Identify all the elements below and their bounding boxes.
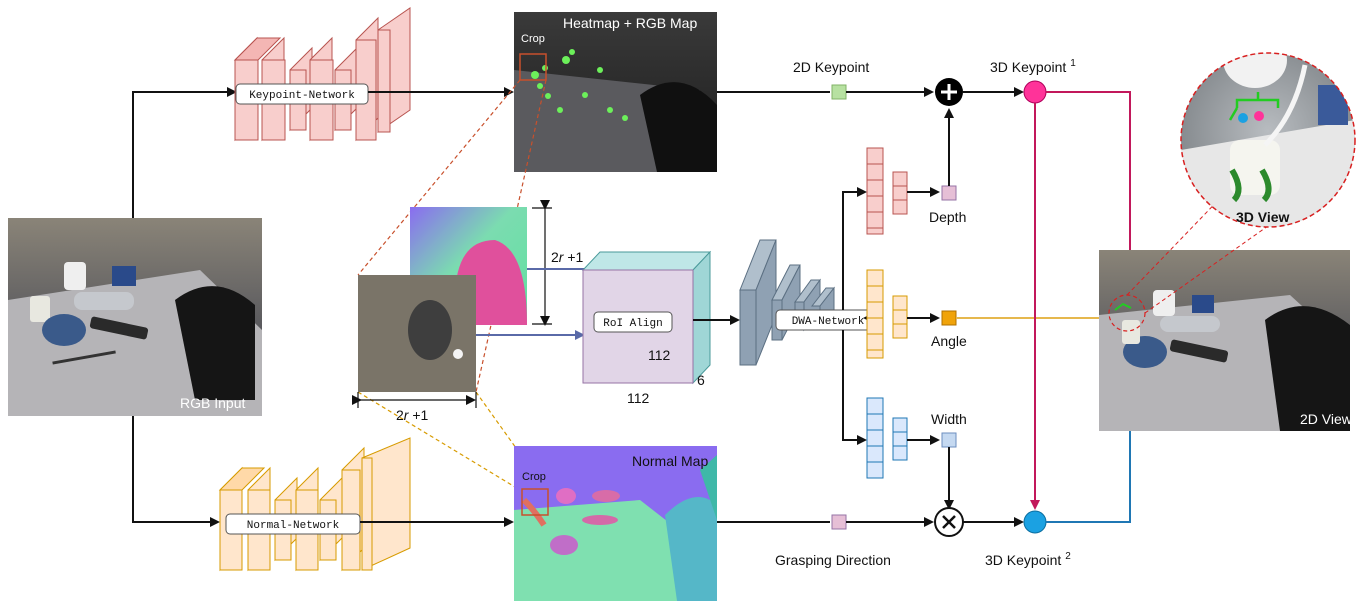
keypoint-2d-node bbox=[831, 84, 847, 100]
grasp-direction-label: Grasping Direction bbox=[775, 552, 891, 568]
view-3d-bubble: 3D View bbox=[1180, 52, 1356, 228]
normal-map-image: Crop Normal Map bbox=[514, 446, 717, 601]
normal-network-label-box: Normal-Network bbox=[225, 513, 361, 535]
roi-align-cube: RoI Align 112 6 112 bbox=[581, 250, 712, 406]
roi-height-label: 112 bbox=[648, 347, 671, 363]
dwa-network-block bbox=[739, 239, 836, 366]
normal-network-block bbox=[218, 437, 411, 572]
heatmap-image: Crop Heatmap + RGB Map bbox=[514, 12, 717, 172]
keypoint-2d-label: 2D Keypoint bbox=[793, 59, 869, 75]
rgb-input-image: RGB Input bbox=[8, 218, 262, 416]
zoom-line-top bbox=[1126, 187, 1231, 296]
roi-width-label: 112 bbox=[627, 390, 650, 406]
input-branch-lines bbox=[132, 87, 237, 527]
depth-output-node bbox=[941, 185, 957, 201]
view-3d-label: 3D View bbox=[1236, 209, 1290, 225]
keypoint-network-label: Keypoint-Network bbox=[249, 90, 355, 102]
normal-map-label: Normal Map bbox=[632, 453, 708, 469]
rgb-input-label: RGB Input bbox=[180, 395, 245, 411]
heatmap-label: Heatmap + RGB Map bbox=[563, 15, 697, 31]
view-2d-label: 2D View bbox=[1300, 411, 1353, 427]
angle-output-node bbox=[941, 310, 957, 326]
keypoint-network-label-box: Keypoint-Network bbox=[235, 83, 369, 105]
times-operator bbox=[934, 507, 964, 537]
dwa-network-label: DWA-Network bbox=[792, 316, 865, 328]
roi-align-label: RoI Align bbox=[603, 318, 662, 330]
keypoint-3d-1-node bbox=[1023, 80, 1047, 104]
keypoint-network-block bbox=[233, 7, 411, 142]
kp1-to-2dview-arrow bbox=[1046, 91, 1135, 278]
depth-label: Depth bbox=[929, 209, 966, 225]
plus-operator bbox=[935, 78, 963, 106]
crop-width-label: 2r +1 bbox=[396, 407, 429, 423]
angle-head bbox=[866, 269, 908, 359]
width-output-node bbox=[941, 432, 957, 448]
crop-dimension-markers bbox=[352, 200, 552, 408]
dwa-network-label-box: DWA-Network bbox=[775, 309, 881, 331]
depth-head bbox=[866, 147, 908, 235]
view-2d-image: 2D View bbox=[1099, 250, 1353, 431]
rgb-crop-patch bbox=[358, 275, 476, 392]
roi-depth-label: 6 bbox=[697, 372, 705, 388]
crop-height-label: 2r +1 bbox=[551, 249, 584, 265]
grasp-direction-node bbox=[831, 514, 847, 530]
normal-network-label: Normal-Network bbox=[247, 520, 340, 532]
width-label: Width bbox=[931, 411, 967, 427]
keypoint-3d-2-node bbox=[1023, 510, 1047, 534]
width-head bbox=[866, 397, 908, 479]
normalmap-crop-label: Crop bbox=[522, 471, 546, 483]
angle-label: Angle bbox=[931, 333, 967, 349]
heatmap-crop-label: Crop bbox=[521, 33, 545, 45]
